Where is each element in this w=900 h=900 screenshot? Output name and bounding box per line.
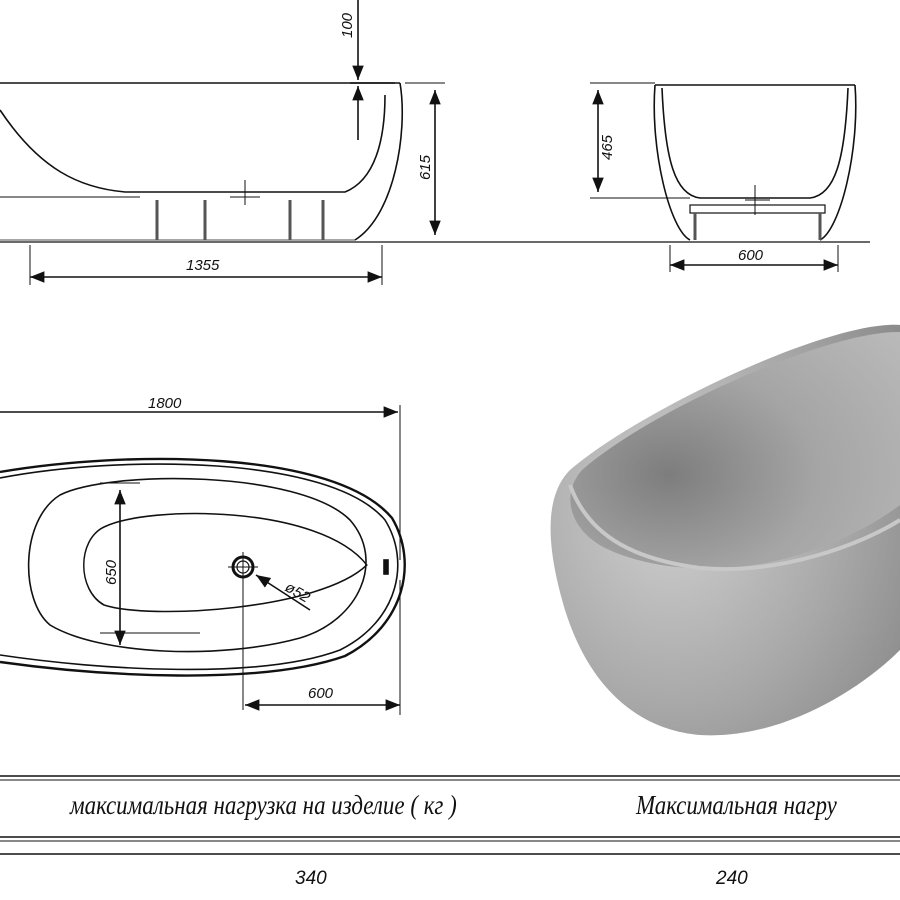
side-view	[0, 0, 870, 285]
table-header-max-load-2: Максимальная нагру	[636, 790, 837, 820]
dim-front-width: 600	[738, 247, 764, 264]
table-value-max-load: 340	[295, 868, 327, 889]
dim-inner-depth: 465	[599, 134, 616, 160]
table-value-max-load-2: 240	[716, 868, 748, 889]
load-table-lines	[0, 775, 900, 855]
dim-rim-offset: 100	[339, 12, 356, 38]
dim-height: 615	[417, 154, 434, 180]
table-header-max-load: максимальная нагрузка на изделие ( кг )	[70, 790, 457, 820]
front-view	[590, 82, 857, 272]
legs	[155, 200, 325, 240]
top-view	[0, 405, 406, 715]
dim-length: 1800	[148, 395, 182, 412]
bathtub-3d-render	[550, 324, 900, 736]
dim-leg-span: 1355	[186, 257, 220, 274]
dim-drain-offset: 600	[308, 685, 334, 702]
dim-drain-diameter: ø52	[282, 579, 313, 607]
dim-width: 650	[103, 559, 120, 585]
